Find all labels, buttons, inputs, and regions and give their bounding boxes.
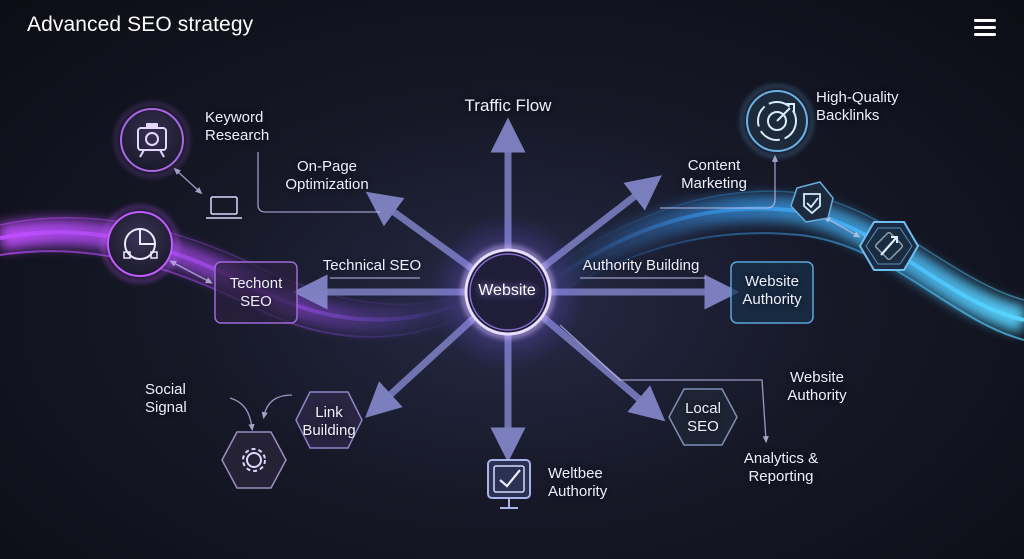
camera-icon xyxy=(114,102,190,178)
shield-check-icon xyxy=(790,181,834,223)
monitor-check-icon xyxy=(487,459,531,509)
content-marketing-label: Content Marketing xyxy=(681,157,747,192)
gear-icon xyxy=(221,431,287,489)
techont-seo-label: Techont SEO xyxy=(229,275,283,310)
hamburger-menu-icon[interactable] xyxy=(972,16,998,38)
local-seo-label: Local SEO xyxy=(685,400,721,435)
right-light-wave xyxy=(537,190,1024,341)
website-hub[interactable] xyxy=(430,214,586,370)
traffic-flow-label: Traffic Flow xyxy=(464,96,552,115)
website-authority-text-label: Website Authority xyxy=(787,369,847,404)
website-authority-box-label: Website Authority xyxy=(742,273,802,308)
page-title: Advanced SEO strategy xyxy=(27,13,254,36)
local-seo-hexagon[interactable] xyxy=(668,388,738,446)
pie-chart-icon xyxy=(100,204,180,284)
link-building-hexagon[interactable] xyxy=(295,391,363,449)
compass-icon xyxy=(858,221,920,271)
weltbee-authority-label: Weltbee Authority xyxy=(548,465,608,500)
social-signal-label: Social Signal xyxy=(145,381,187,416)
connector-lines xyxy=(169,152,861,444)
techont-seo-box[interactable] xyxy=(214,261,298,324)
laptop-icon xyxy=(206,196,242,219)
website-authority-box[interactable] xyxy=(730,261,814,324)
analytics-reporting-label: Analytics & Reporting xyxy=(743,450,819,485)
technical-seo-label: Technical SEO xyxy=(322,257,422,274)
target-icon xyxy=(740,84,814,158)
on-page-optimization-label: On-Page Optimization xyxy=(285,158,369,193)
website-hub-label: Website xyxy=(478,282,536,299)
high-quality-backlinks-label: High-Quality Backlinks xyxy=(816,89,899,124)
keyword-research-label: Keyword Research xyxy=(205,109,270,144)
authority-building-label: Authority Building xyxy=(582,257,700,274)
link-building-label: Link Building xyxy=(302,404,356,439)
